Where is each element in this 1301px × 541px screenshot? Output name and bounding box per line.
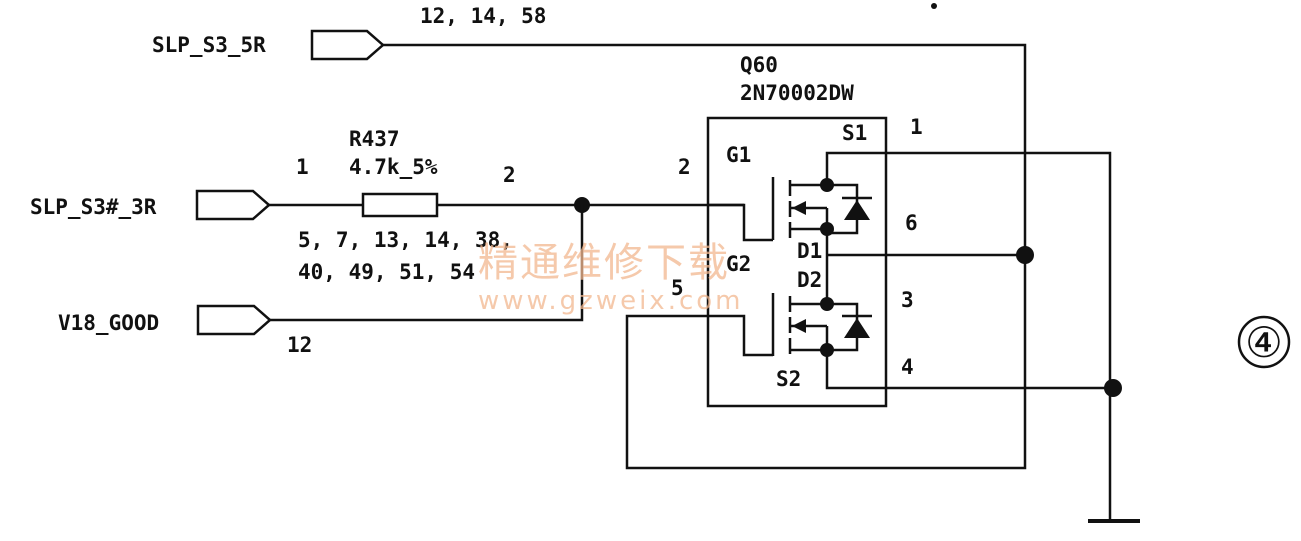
slp-s3-5r-refs: 12, 14, 58 [420,4,546,28]
junction-ground [1104,379,1122,397]
q60-g1-label: G1 [726,143,751,167]
q60-ref: Q60 [740,53,778,77]
mosfet-2 [708,255,1110,390]
slp-s3-3r-connector [195,189,271,221]
watermark-url: www.gzweix.com [478,286,744,316]
v18-good-label: V18_GOOD [58,311,159,335]
q60-pin-s2: 4 [901,355,914,379]
v18-good-connector [196,304,272,336]
q60-pin-s1: 1 [910,115,923,139]
q60-pin-d2: 3 [901,288,914,312]
q60-pin-g1: 2 [678,155,691,179]
q60-pin-d1: 6 [905,211,918,235]
r437-pin1: 1 [296,155,309,179]
slp-s3-3r-label: SLP_S3#_3R [30,195,157,219]
q60-pin-g2: 5 [671,276,684,300]
q60-package [706,116,888,408]
junction-drain [1016,246,1034,264]
figure-number: ④ [1245,318,1283,367]
slp-s3-3r-refs-line1: 5, 7, 13, 14, 38, [298,228,513,252]
slp-s3-3r-refs-line2: 40, 49, 51, 54 [298,260,475,284]
slp-s3-5r-net [383,43,1027,470]
q60-part: 2N70002DW [740,81,854,105]
q60-s2-label: S2 [776,367,801,391]
slp-s3-5r-connector [310,29,385,61]
watermark-chinese: 精通维修下载 [478,240,730,286]
q60-g2-label: G2 [726,252,751,276]
q60-s1-label: S1 [842,121,867,145]
mosfet-1 [708,151,1112,388]
scan-speck [931,3,937,9]
slp-s3-5r-label: SLP_S3_5R [152,33,266,57]
r437-pin2: 2 [503,163,516,187]
r437-resistor [361,192,439,218]
v18-good-net [270,205,584,322]
v18-good-refs: 12 [287,333,312,357]
q60-d2-label: D2 [797,268,822,292]
q60-d1-label: D1 [797,239,822,263]
r437-ref: R437 [349,127,400,151]
figure-number-circle [1237,315,1291,369]
r437-value: 4.7k_5% [349,155,438,179]
